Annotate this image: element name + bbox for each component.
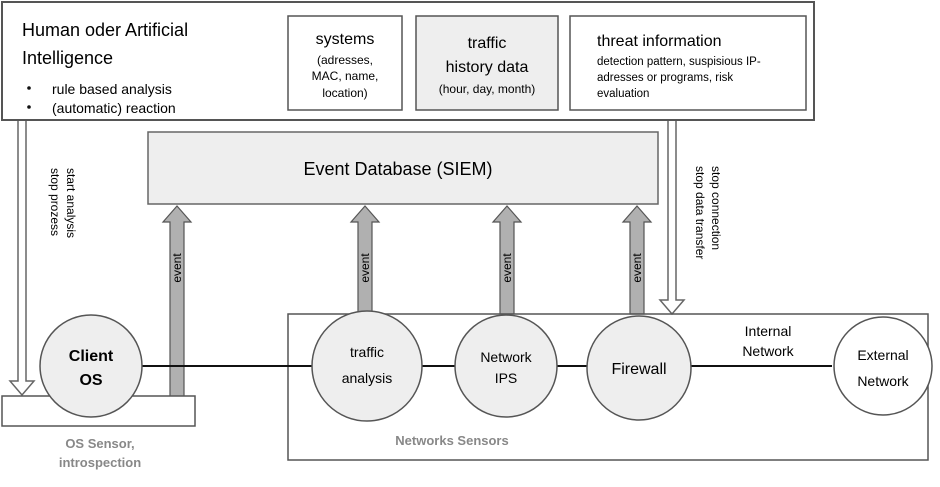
systems-box-frame [287,15,403,111]
internal-network-label: Internal Network [742,323,794,359]
stop-process-label: stop prozess [48,168,62,236]
event-database-label: Event Database (SIEM) [303,159,492,179]
event-arrow-shape [161,205,193,399]
intelligence-title-line1: Human oder Artificial [22,20,188,40]
bullet-dot [27,86,31,90]
bullet-rule-based-analysis: rule based analysis [52,81,172,97]
event-label: event [630,253,644,283]
internal-network-label-line2: Network [742,343,794,359]
client-os-label-line1: Client [69,348,114,365]
event-label: event [358,253,372,283]
external-network-label-line1: External [857,347,908,363]
client-os-label-line2: OS [79,372,102,389]
systems-box: systems (adresses, MAC, name, location) [287,15,403,111]
event-arrow-ips: event [491,205,523,315]
network-ips-node: Network IPS [454,314,558,418]
control-arrow-right: stop connection stop data transfer [658,121,723,316]
threat-detail-line1: detection pattern, suspisious IP- [597,56,761,68]
right-down-arrow [658,121,686,316]
network-ips-circle [454,314,558,418]
external-network-label-line2: Network [857,373,909,389]
systems-detail-line2: MAC, name, [312,69,379,83]
os-sensor-caption-line2: introspection [59,455,141,470]
systems-title: systems [316,31,375,48]
os-sensor: OS Sensor, introspection [1,395,196,470]
bullet-automatic-reaction: (automatic) reaction [52,100,176,116]
traffic-analysis-circle [311,310,423,422]
internal-network-label-line1: Internal [745,323,792,339]
traffic-history-title-line1: traffic [468,35,507,52]
event-arrow-client: event [161,205,193,399]
event-label: event [500,253,514,283]
firewall-label: Firewall [611,361,666,378]
threat-information-box-frame [569,15,807,111]
threat-detail-line2: adresses or programs, risk [597,72,733,84]
firewall-circle [586,315,692,421]
event-arrow-firewall: event [621,205,653,315]
event-arrow-traffic: event [349,205,381,315]
external-network-node: External Network [833,316,933,416]
bullet-dot [27,105,31,109]
event-label: event [170,253,184,283]
control-arrow-left: start analysis stop prozess [8,121,78,397]
event-arrow-shape [621,205,653,315]
client-os-node: Client OS [39,314,143,418]
network-sensors-caption: Networks Sensors [395,433,508,448]
traffic-history-detail: (hour, day, month) [439,82,536,96]
threat-detail-line3: evaluation [597,88,649,100]
stop-connection-label: stop connection [709,166,723,250]
stop-data-transfer-label: stop data transfer [693,166,707,259]
external-network-circle [833,316,933,416]
os-sensor-caption-line1: OS Sensor, [65,436,134,451]
intelligence-title-line2: Intelligence [22,48,113,68]
event-arrow-shape [491,205,523,315]
client-os-circle [39,314,143,418]
traffic-history-box-frame [415,15,559,111]
left-down-arrow [8,121,36,397]
systems-detail-line1: (adresses, [317,53,373,67]
threat-information-title: threat information [597,33,722,50]
traffic-analysis-node: traffic analysis [311,310,423,422]
traffic-analysis-label-line1: traffic [350,344,384,360]
systems-detail-line3: location) [322,86,367,100]
network-ips-label-line2: IPS [495,370,518,386]
network-ips-label-line1: Network [480,349,532,365]
traffic-history-title-line2: history data [446,59,529,76]
traffic-history-box: traffic history data (hour, day, month) [415,15,559,111]
event-database-frame [147,131,659,205]
traffic-analysis-label-line2: analysis [342,370,393,386]
start-analysis-label: start analysis [64,168,78,238]
threat-information-box: threat information detection pattern, su… [569,15,807,111]
event-database: Event Database (SIEM) [147,131,659,205]
event-arrow-shape [349,205,381,315]
firewall-node: Firewall [586,315,692,421]
